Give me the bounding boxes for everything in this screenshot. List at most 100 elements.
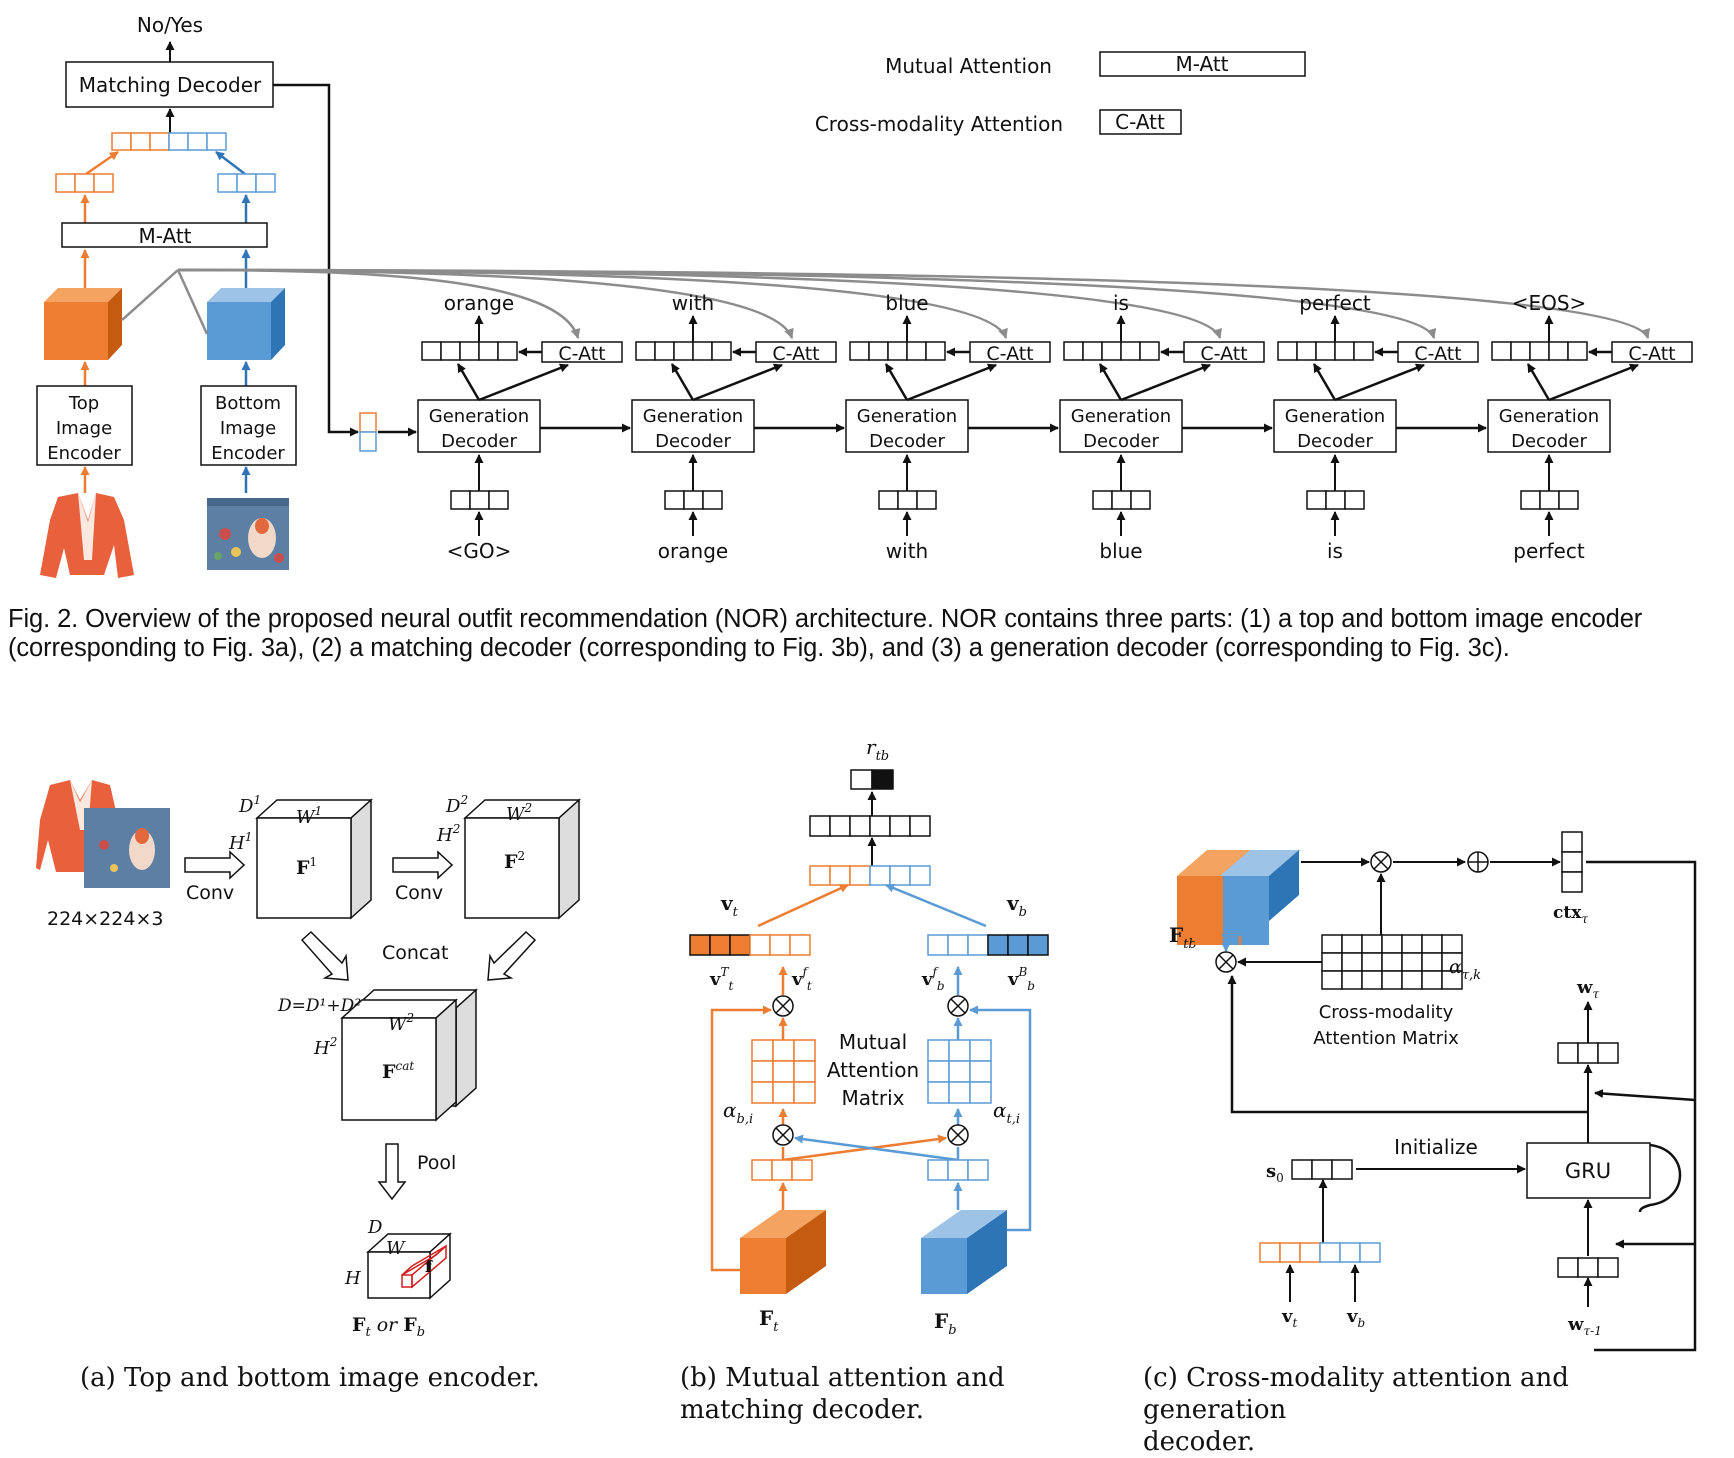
hidden-vector-cell: [478, 341, 499, 361]
output-word: is: [1113, 291, 1129, 315]
generation-decoder-box: [1059, 399, 1183, 453]
fig2-caption-line2: (corresponding to Fig. 3a), (2) a matchi…: [8, 634, 1510, 662]
cross-matrix-line1: Cross-modality: [1319, 1002, 1454, 1023]
hidden-vector-cell: [906, 341, 927, 361]
bottom-feature-cube: [207, 288, 285, 360]
decoder-to-hidden-arrow: [670, 363, 695, 401]
decoder-to-hidden-arrow: [1312, 363, 1337, 401]
cross-attention-cell: [1421, 970, 1443, 990]
small-w-label: W: [386, 1238, 406, 1259]
f2-label: F2: [504, 849, 525, 873]
hidden-vector-cell: [1334, 341, 1355, 361]
context-vector: [1561, 831, 1583, 893]
wcat-label: W2: [388, 1011, 414, 1035]
generation-decoder-label: Generation: [1285, 406, 1385, 427]
w-prev-cell: [1597, 1257, 1619, 1278]
concat-arrow-right: [487, 930, 537, 981]
v-b-vector: [927, 934, 1049, 956]
ctx-label: ctxτ: [1553, 903, 1588, 926]
s0-cell: [1311, 1159, 1333, 1180]
generation-decoder-label: Generation: [643, 406, 743, 427]
generation-decoder-label: Decoder: [1297, 431, 1373, 452]
generation-decoder-label: Generation: [857, 406, 957, 427]
conv-label-1: Conv: [186, 882, 234, 904]
hidden-vector-cell: [692, 341, 713, 361]
mlp-cell: [829, 815, 851, 837]
concat-orange-cell: [829, 865, 851, 886]
generation-decoder-box: [631, 399, 755, 453]
f-tb-cube: [1177, 850, 1301, 945]
vt-vb-concat-vector: [1259, 1242, 1381, 1263]
input-word: is: [1327, 539, 1343, 563]
h2-label: H2: [436, 822, 460, 846]
multiply-op-context: [1370, 851, 1392, 873]
hidden-vector-cell: [459, 341, 480, 361]
vb-label-c: vb: [1346, 1306, 1365, 1330]
input-word: orange: [658, 539, 728, 563]
decoder-to-hidden-arrow: [1526, 363, 1551, 401]
top-encoder-line1: Top: [68, 393, 99, 414]
w1-label: W1: [296, 804, 322, 828]
vb-B-cell: [1027, 934, 1049, 956]
output-word: blue: [885, 291, 928, 315]
hidden-vector-cell: [1101, 341, 1122, 361]
embedding-vector-cell: [1130, 490, 1151, 510]
decoder-to-catt-arrow: [692, 363, 783, 402]
attention-cell: [927, 1039, 950, 1062]
hidden-vector-cell: [1529, 341, 1550, 361]
cross-attention-cell: [1401, 970, 1423, 990]
embedding-vector-cell: [897, 490, 918, 510]
generation-decoder-sequence: GenerationDecoderC-Attorange<GO>Generati…: [417, 291, 1693, 563]
fig3a-encoder: 224×224×3 Conv Conv F1 D1 W1 H1 F2 D2 W2…: [36, 780, 581, 1340]
hidden-vector-cell: [711, 341, 732, 361]
f1-label: F1: [296, 855, 317, 879]
bottom-encoder-line2: Image: [220, 418, 276, 439]
attention-cell: [969, 1039, 992, 1062]
multiply-op-top-left: [772, 995, 794, 1017]
pool-arrow: [377, 1143, 407, 1201]
decoder-to-catt-arrow: [1334, 363, 1425, 402]
matching-concat-vector: [809, 865, 931, 886]
generation-decoder-box: [845, 399, 969, 453]
pooled-feature-cube: [366, 1232, 452, 1300]
w-tau-cell: [1577, 1042, 1599, 1064]
attention-cell: [969, 1060, 992, 1083]
s0-cell: [1331, 1159, 1353, 1180]
f-b-cube: [921, 1210, 1007, 1294]
c-att-label: C-Att: [986, 343, 1033, 365]
generation-decoder-label: Decoder: [1083, 431, 1159, 452]
hidden-vector-cell: [1315, 341, 1336, 361]
cross-attention-cell: [1321, 952, 1343, 972]
attention-cell: [948, 1081, 971, 1104]
h1-label: H1: [228, 830, 252, 854]
w-prev-cell: [1557, 1257, 1579, 1278]
hidden-vector-cell: [1139, 341, 1160, 361]
vb-c-cell: [1339, 1242, 1361, 1263]
attention-cell: [751, 1081, 774, 1104]
d1-label: D1: [238, 793, 261, 817]
attention-grid-top: [751, 1039, 816, 1104]
subcaption-a: (a) Top and bottom image encoder.: [80, 1363, 540, 1393]
attention-cell: [751, 1060, 774, 1083]
multiply-op-top-right: [947, 995, 969, 1017]
cross-attention-cell: [1381, 934, 1403, 954]
dcat-label: D=D¹+D²: [277, 996, 361, 1016]
v-f-b-label: vfb: [921, 965, 945, 993]
cross-attention-cell: [1421, 952, 1443, 972]
generation-decoder-label: Decoder: [1511, 431, 1587, 452]
hidden-vector-cell: [440, 341, 461, 361]
s0-cell: [1291, 1159, 1313, 1180]
mlp-cell: [809, 815, 831, 837]
initialize-label: Initialize: [1394, 1135, 1478, 1159]
concat-orange-cell: [849, 865, 871, 886]
w-tau-cell: [1597, 1042, 1619, 1064]
top-attended-vector: [55, 173, 114, 193]
r-tb-label: rtb: [866, 735, 889, 764]
cross-attention-cell: [1421, 934, 1443, 954]
attention-cell: [793, 1039, 816, 1062]
mlp-hidden-vector: [809, 815, 931, 837]
pool-label: Pool: [417, 1152, 456, 1174]
small-d-label: D: [367, 1217, 383, 1238]
hidden-vector-cell: [1296, 341, 1317, 361]
generation-decoder-label: Generation: [429, 406, 529, 427]
